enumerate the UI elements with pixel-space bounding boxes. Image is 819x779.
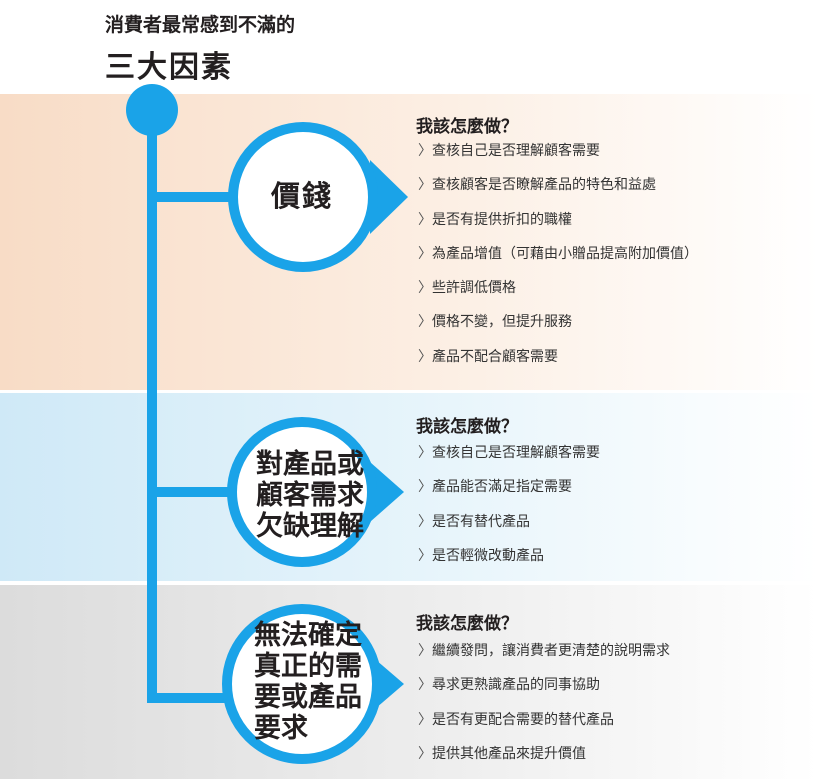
- chevron-icon: 〉: [418, 445, 432, 461]
- list-item: 〉為產品增值（可藉由小贈品提高附加價值）: [418, 244, 698, 278]
- list-item: 〉是否有替代產品: [418, 512, 600, 546]
- node-understanding: [227, 417, 404, 567]
- diagram-subtitle: 消費者最常感到不滿的: [105, 14, 296, 36]
- list-item: 〉尋求更熟識產品的同事協助: [418, 675, 670, 709]
- section-band-requirements: [0, 585, 819, 779]
- chevron-icon: 〉: [418, 547, 432, 564]
- question-heading-price: 我該怎麼做？: [416, 117, 518, 137]
- chevron-icon: 〉: [418, 513, 432, 530]
- node-price: [228, 122, 408, 272]
- list-item: 〉查核顧客是否瞭解產品的特色和益處: [418, 175, 698, 209]
- list-item: 〉產品能否滿足指定需要: [418, 477, 600, 511]
- question-heading-understanding: 我該怎麼做？: [416, 417, 518, 437]
- list-item: 〉是否有更配合需要的替代產品: [418, 710, 670, 744]
- chevron-icon: 〉: [418, 314, 432, 331]
- list-item: 〉些許調低價格: [418, 278, 698, 312]
- branch-requirements: [147, 693, 230, 703]
- chevron-icon: 〉: [418, 745, 432, 762]
- action-list-price: 〉查核自己是否理解顧客需要 〉查核顧客是否瞭解產品的特色和益處 〉是否有提供折扣…: [418, 141, 698, 381]
- list-item: 〉繼續發問，讓消費者更清楚的說明需求: [418, 641, 670, 675]
- chevron-icon: 〉: [418, 348, 432, 365]
- chevron-icon: 〉: [418, 245, 432, 262]
- node-requirements: [222, 604, 404, 764]
- chevron-icon: 〉: [418, 143, 432, 159]
- chevron-icon: 〉: [418, 280, 432, 297]
- root-node: [126, 84, 178, 136]
- list-item: 〉查核自己是否理解顧客需要: [418, 443, 600, 477]
- diagram-title: 三大因素: [105, 50, 233, 85]
- list-item: 〉提供其他產品來提升價值: [418, 744, 670, 778]
- list-item: 〉是否輕微改動產品: [418, 546, 600, 580]
- list-item: 〉查核自己是否理解顧客需要: [418, 141, 698, 175]
- chevron-icon: 〉: [418, 643, 432, 659]
- list-item: 〉是否有提供折扣的職權: [418, 210, 698, 244]
- chevron-icon: 〉: [418, 479, 432, 496]
- section-band-understanding: [0, 393, 819, 581]
- chevron-icon: 〉: [418, 677, 432, 694]
- action-list-understanding: 〉查核自己是否理解顧客需要 〉產品能否滿足指定需要 〉是否有替代產品 〉是否輕微…: [418, 443, 600, 580]
- list-item: 〉價格不變，但提升服務: [418, 312, 698, 346]
- factor-label-price: 價錢: [271, 179, 334, 213]
- list-item: 〉產品不配合顧客需要: [418, 347, 698, 381]
- factor-label-understanding: 對產品或 顧客需求 欠缺理解: [256, 449, 364, 542]
- factor-label-requirements: 無法確定 真正的需 要或產品 要求: [254, 620, 362, 744]
- action-list-requirements: 〉繼續發問，讓消費者更清楚的說明需求 〉尋求更熟識產品的同事協助 〉是否有更配合…: [418, 641, 670, 778]
- chevron-icon: 〉: [418, 711, 432, 728]
- chevron-icon: 〉: [418, 211, 432, 228]
- section-band-price: [0, 94, 819, 390]
- chevron-icon: 〉: [418, 177, 432, 194]
- question-heading-requirements: 我該怎麼做？: [416, 614, 518, 634]
